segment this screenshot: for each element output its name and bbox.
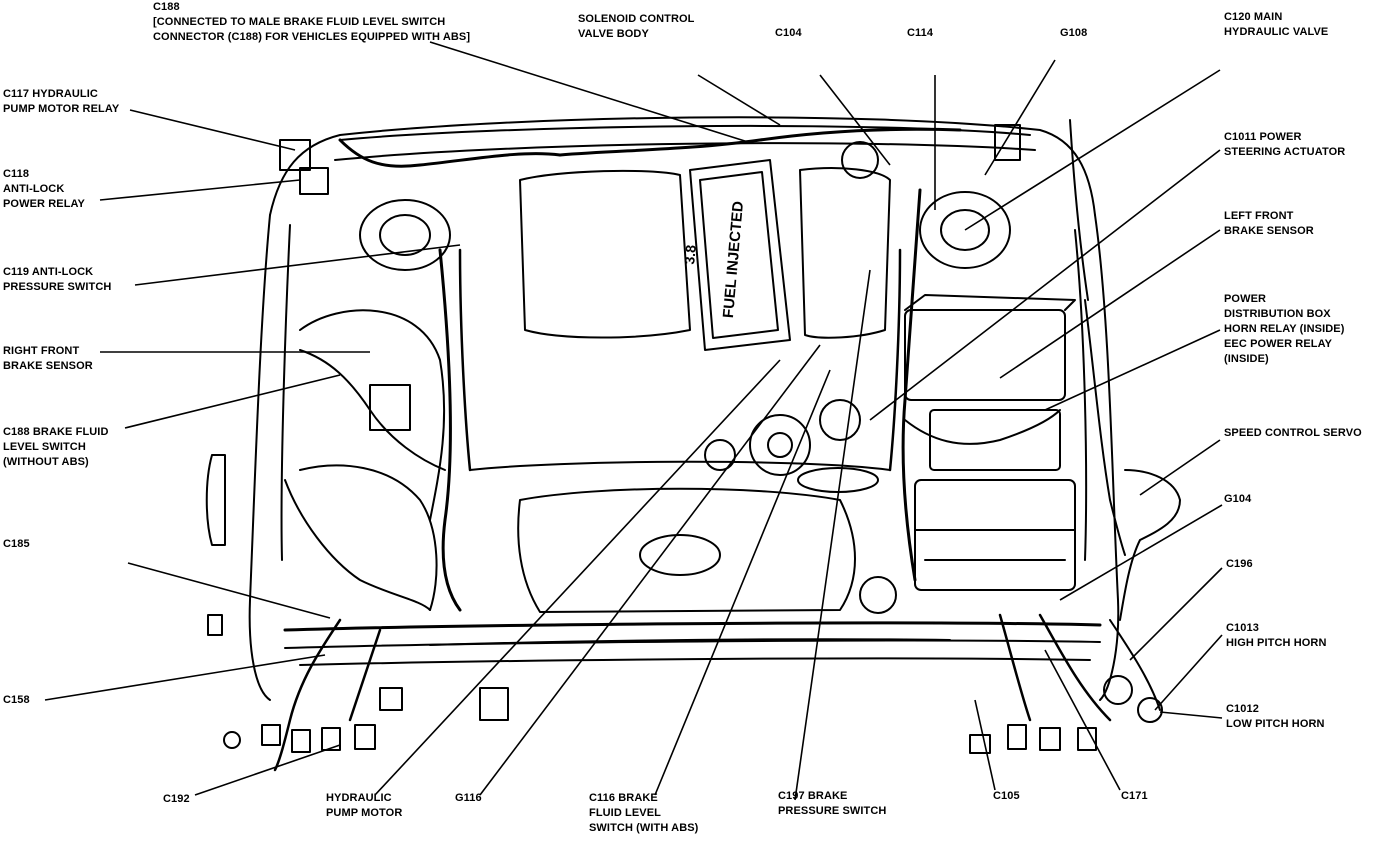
label-right-front-brake-sensor: RIGHT FRONT BRAKE SENSOR: [3, 345, 93, 372]
label-hydraulic-pump-motor: HYDRAULIC PUMP MOTOR: [326, 792, 403, 819]
label-speed-control-servo: SPEED CONTROL SERVO: [1224, 427, 1362, 439]
compartment-outline: [248, 214, 271, 701]
label-c196: C196: [1226, 558, 1253, 570]
label-power-distribution-box: POWER DISTRIBUTION BOX HORN RELAY (INSID…: [1224, 293, 1345, 365]
label-c158: C158: [3, 694, 30, 706]
label-c120-main-hydraulic-valve: C120 MAIN HYDRAULIC VALVE: [1224, 11, 1329, 38]
label-c105: C105: [993, 790, 1020, 802]
label-g116: G116: [455, 792, 482, 804]
label-c192: C192: [163, 793, 190, 805]
label-c114: C114: [907, 27, 934, 39]
label-left-front-brake-sensor: LEFT FRONT BRAKE SENSOR: [1224, 210, 1314, 237]
label-c197-brake-pressure-switch: C197 BRAKE PRESSURE SWITCH: [778, 790, 887, 817]
label-c1013-high-pitch-horn: C1013 HIGH PITCH HORN: [1226, 622, 1327, 649]
label-c118-anti-lock-power-relay: C118 ANTI-LOCK POWER RELAY: [3, 168, 85, 210]
label-c1012-low-pitch-horn: C1012 LOW PITCH HORN: [1226, 703, 1325, 730]
intake-lettering: FUEL INJECTED: [720, 200, 747, 318]
label-c104: C104: [775, 27, 802, 39]
label-solenoid-control-valve-body: SOLENOID CONTROL VALVE BODY: [578, 13, 695, 40]
label-c185: C185: [3, 538, 30, 550]
label-c188-connected: C188 [CONNECTED TO MALE BRAKE FLUID LEVE…: [153, 1, 471, 43]
label-c1011-power-steering-actuator: C1011 POWER STEERING ACTUATOR: [1224, 131, 1346, 158]
label-c116-brake-fluid-level-switch: C116 BRAKE FLUID LEVEL SWITCH (WITH ABS): [589, 792, 699, 834]
label-c119-anti-lock-pressure-switch: C119 ANTI-LOCK PRESSURE SWITCH: [3, 266, 112, 293]
label-c171: C171: [1121, 790, 1148, 802]
label-g108: G108: [1060, 27, 1088, 39]
label-c188-brake-fluid-level-switch: C188 BRAKE FLUID LEVEL SWITCH (WITHOUT A…: [3, 426, 109, 468]
label-c117-pump-motor-relay: C117 HYDRAULIC PUMP MOTOR RELAY: [3, 88, 120, 115]
engine-size-lettering: 3.8: [681, 244, 699, 265]
label-g104: G104: [1224, 493, 1252, 505]
